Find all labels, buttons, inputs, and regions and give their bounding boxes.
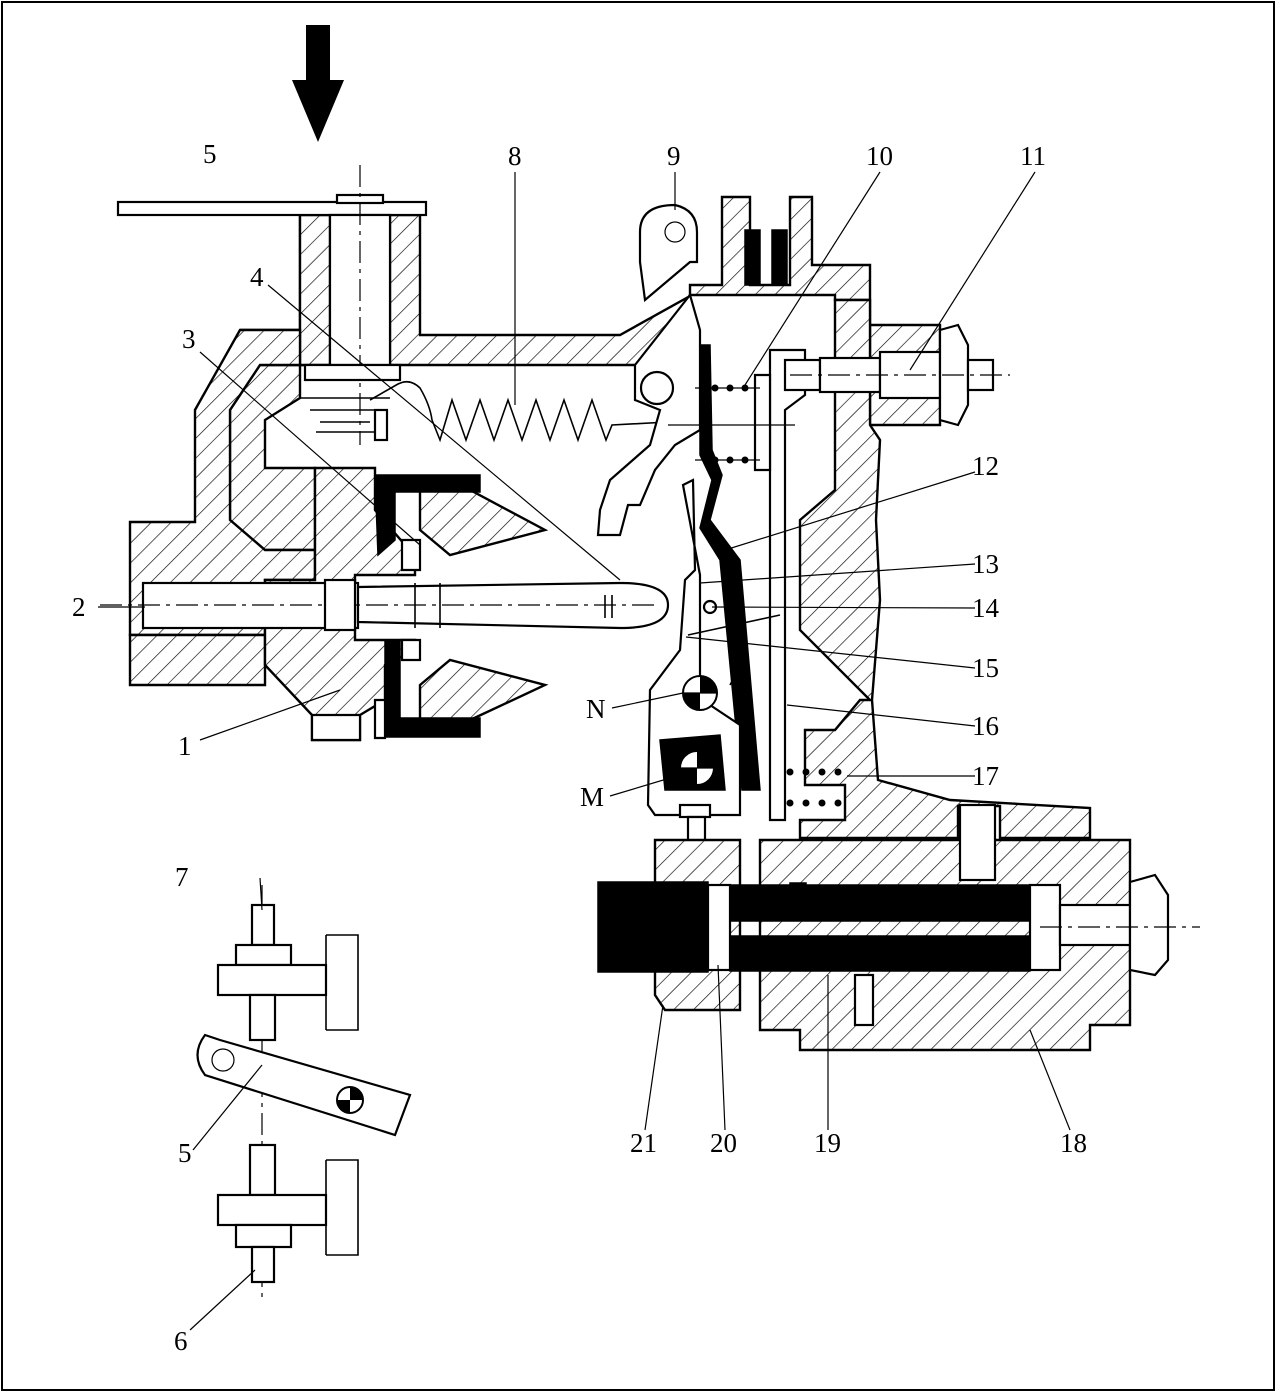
flyweights <box>310 474 549 742</box>
label-19: 19 <box>814 1128 841 1158</box>
down-arrow-icon <box>292 25 344 142</box>
label-12: 12 <box>972 451 999 481</box>
label-16: 16 <box>972 711 999 741</box>
label-4: 4 <box>250 262 264 292</box>
label-10: 10 <box>866 141 893 171</box>
label-6: 6 <box>174 1326 188 1356</box>
label-1: 1 <box>178 731 192 761</box>
top-plug <box>744 229 788 286</box>
lever-16 <box>753 348 807 822</box>
label-13: 13 <box>972 549 999 579</box>
label-7: 7 <box>175 862 189 892</box>
label-15: 15 <box>972 653 999 683</box>
label-17: 17 <box>972 761 999 791</box>
label-14: 14 <box>972 593 1000 623</box>
lever-9 <box>596 203 702 537</box>
label-21: 21 <box>630 1128 657 1158</box>
spring-17 <box>786 768 842 807</box>
detail-view <box>196 885 412 1300</box>
label-18: 18 <box>1060 1128 1087 1158</box>
adjusting-screw-11 <box>783 323 1010 427</box>
label-20: 20 <box>710 1128 737 1158</box>
pivot-crosshair-icon <box>679 750 715 786</box>
spring-10 <box>668 384 795 464</box>
label-8: 8 <box>508 141 522 171</box>
label-3: 3 <box>182 324 196 354</box>
pivot-crosshair-icon <box>682 675 718 711</box>
label-M: M <box>580 782 604 812</box>
control-rod-21 <box>597 881 1062 973</box>
control-lever-5 <box>116 165 433 445</box>
label-5-top: 5 <box>203 139 217 169</box>
end-plug <box>1040 873 1200 977</box>
governor-spring-8 <box>431 397 669 443</box>
lever-12 <box>699 344 761 791</box>
label-N: N <box>586 694 606 724</box>
label-2: 2 <box>72 592 86 622</box>
main-shaft <box>100 581 670 630</box>
leader-lines <box>98 171 1071 1331</box>
shaft-collar <box>323 578 357 632</box>
part-labels: 1 2 3 4 5 5 6 7 8 9 10 11 12 13 14 15 16… <box>72 139 1087 1356</box>
label-5-detail: 5 <box>178 1138 192 1168</box>
label-9: 9 <box>667 141 681 171</box>
pivot-crosshair-icon <box>336 1086 364 1114</box>
label-11: 11 <box>1020 141 1046 171</box>
